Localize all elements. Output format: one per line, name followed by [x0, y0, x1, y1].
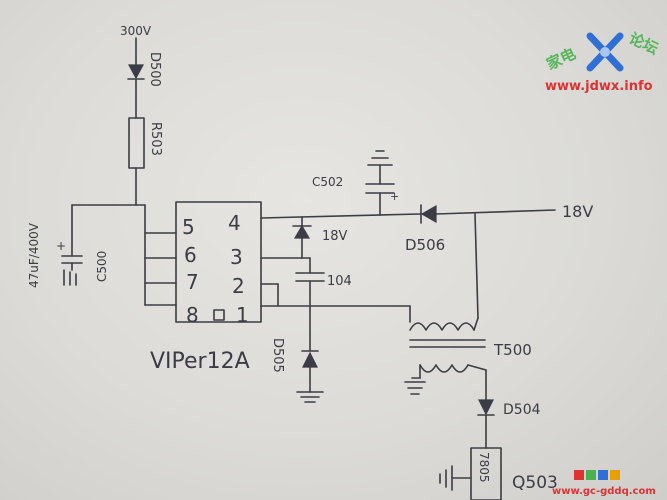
pin-1: 1 [236, 303, 249, 327]
pin-7: 7 [186, 270, 199, 294]
watermark-corner-site: www.gc-gddq.com [552, 486, 656, 497]
main-capacitor [61, 255, 83, 286]
r503-label: R503 [148, 122, 163, 156]
watermark-logo: 家电 论坛 [545, 29, 661, 73]
watermark-site: www.jdwx.info [545, 79, 653, 94]
pin-3: 3 [230, 245, 243, 269]
capacitor-104-label: 104 [327, 274, 352, 289]
q503-regulator [470, 447, 502, 500]
t500-secondary [419, 364, 469, 373]
d504-label: D504 [503, 402, 541, 418]
zener-diode [292, 224, 312, 239]
r503-resistor [128, 117, 145, 169]
viper12a-ic [175, 201, 262, 323]
main-capacitor-rating: 47uF/400V [27, 222, 41, 288]
svg-text:论坛: 论坛 [626, 29, 661, 58]
t500-label: T500 [493, 341, 532, 359]
pin-4: 4 [228, 211, 241, 235]
d500-label: D500 [147, 52, 162, 87]
ic-label: VIPer12A [150, 349, 250, 374]
capacitor-104 [295, 272, 325, 282]
output-voltage-label: 18V [562, 202, 593, 221]
pin1-marker [213, 309, 225, 321]
q503-part-label: 7805 [477, 452, 491, 483]
c502-plus: + [390, 190, 399, 203]
zener-label: 18V [322, 229, 348, 244]
svg-text:家电: 家电 [545, 44, 579, 73]
d500-diode [127, 37, 145, 119]
pin-8: 8 [186, 303, 199, 327]
c500-label: C500 [95, 251, 109, 282]
pin-6: 6 [184, 243, 197, 267]
c502-label: C502 [312, 175, 343, 189]
ground-symbol-q503 [439, 465, 453, 491]
supply-voltage-label: 300V [120, 24, 152, 38]
tools-icon [586, 32, 624, 72]
d506-label: D506 [405, 236, 445, 254]
q503-label: Q503 [512, 473, 558, 493]
ground-symbol-secondary [404, 381, 426, 395]
t500-primary [409, 322, 475, 331]
pin-2: 2 [232, 274, 245, 298]
d505-label: D505 [270, 338, 285, 373]
main-capacitor-plus: + [56, 239, 66, 253]
d506-diode [420, 204, 556, 224]
ground-symbol-d505 [296, 391, 324, 403]
d504-diode [477, 399, 495, 416]
d505-diode [301, 350, 319, 368]
pin-5: 5 [182, 215, 195, 239]
watermark-blocks [574, 470, 620, 480]
c502-capacitor [365, 150, 395, 194]
